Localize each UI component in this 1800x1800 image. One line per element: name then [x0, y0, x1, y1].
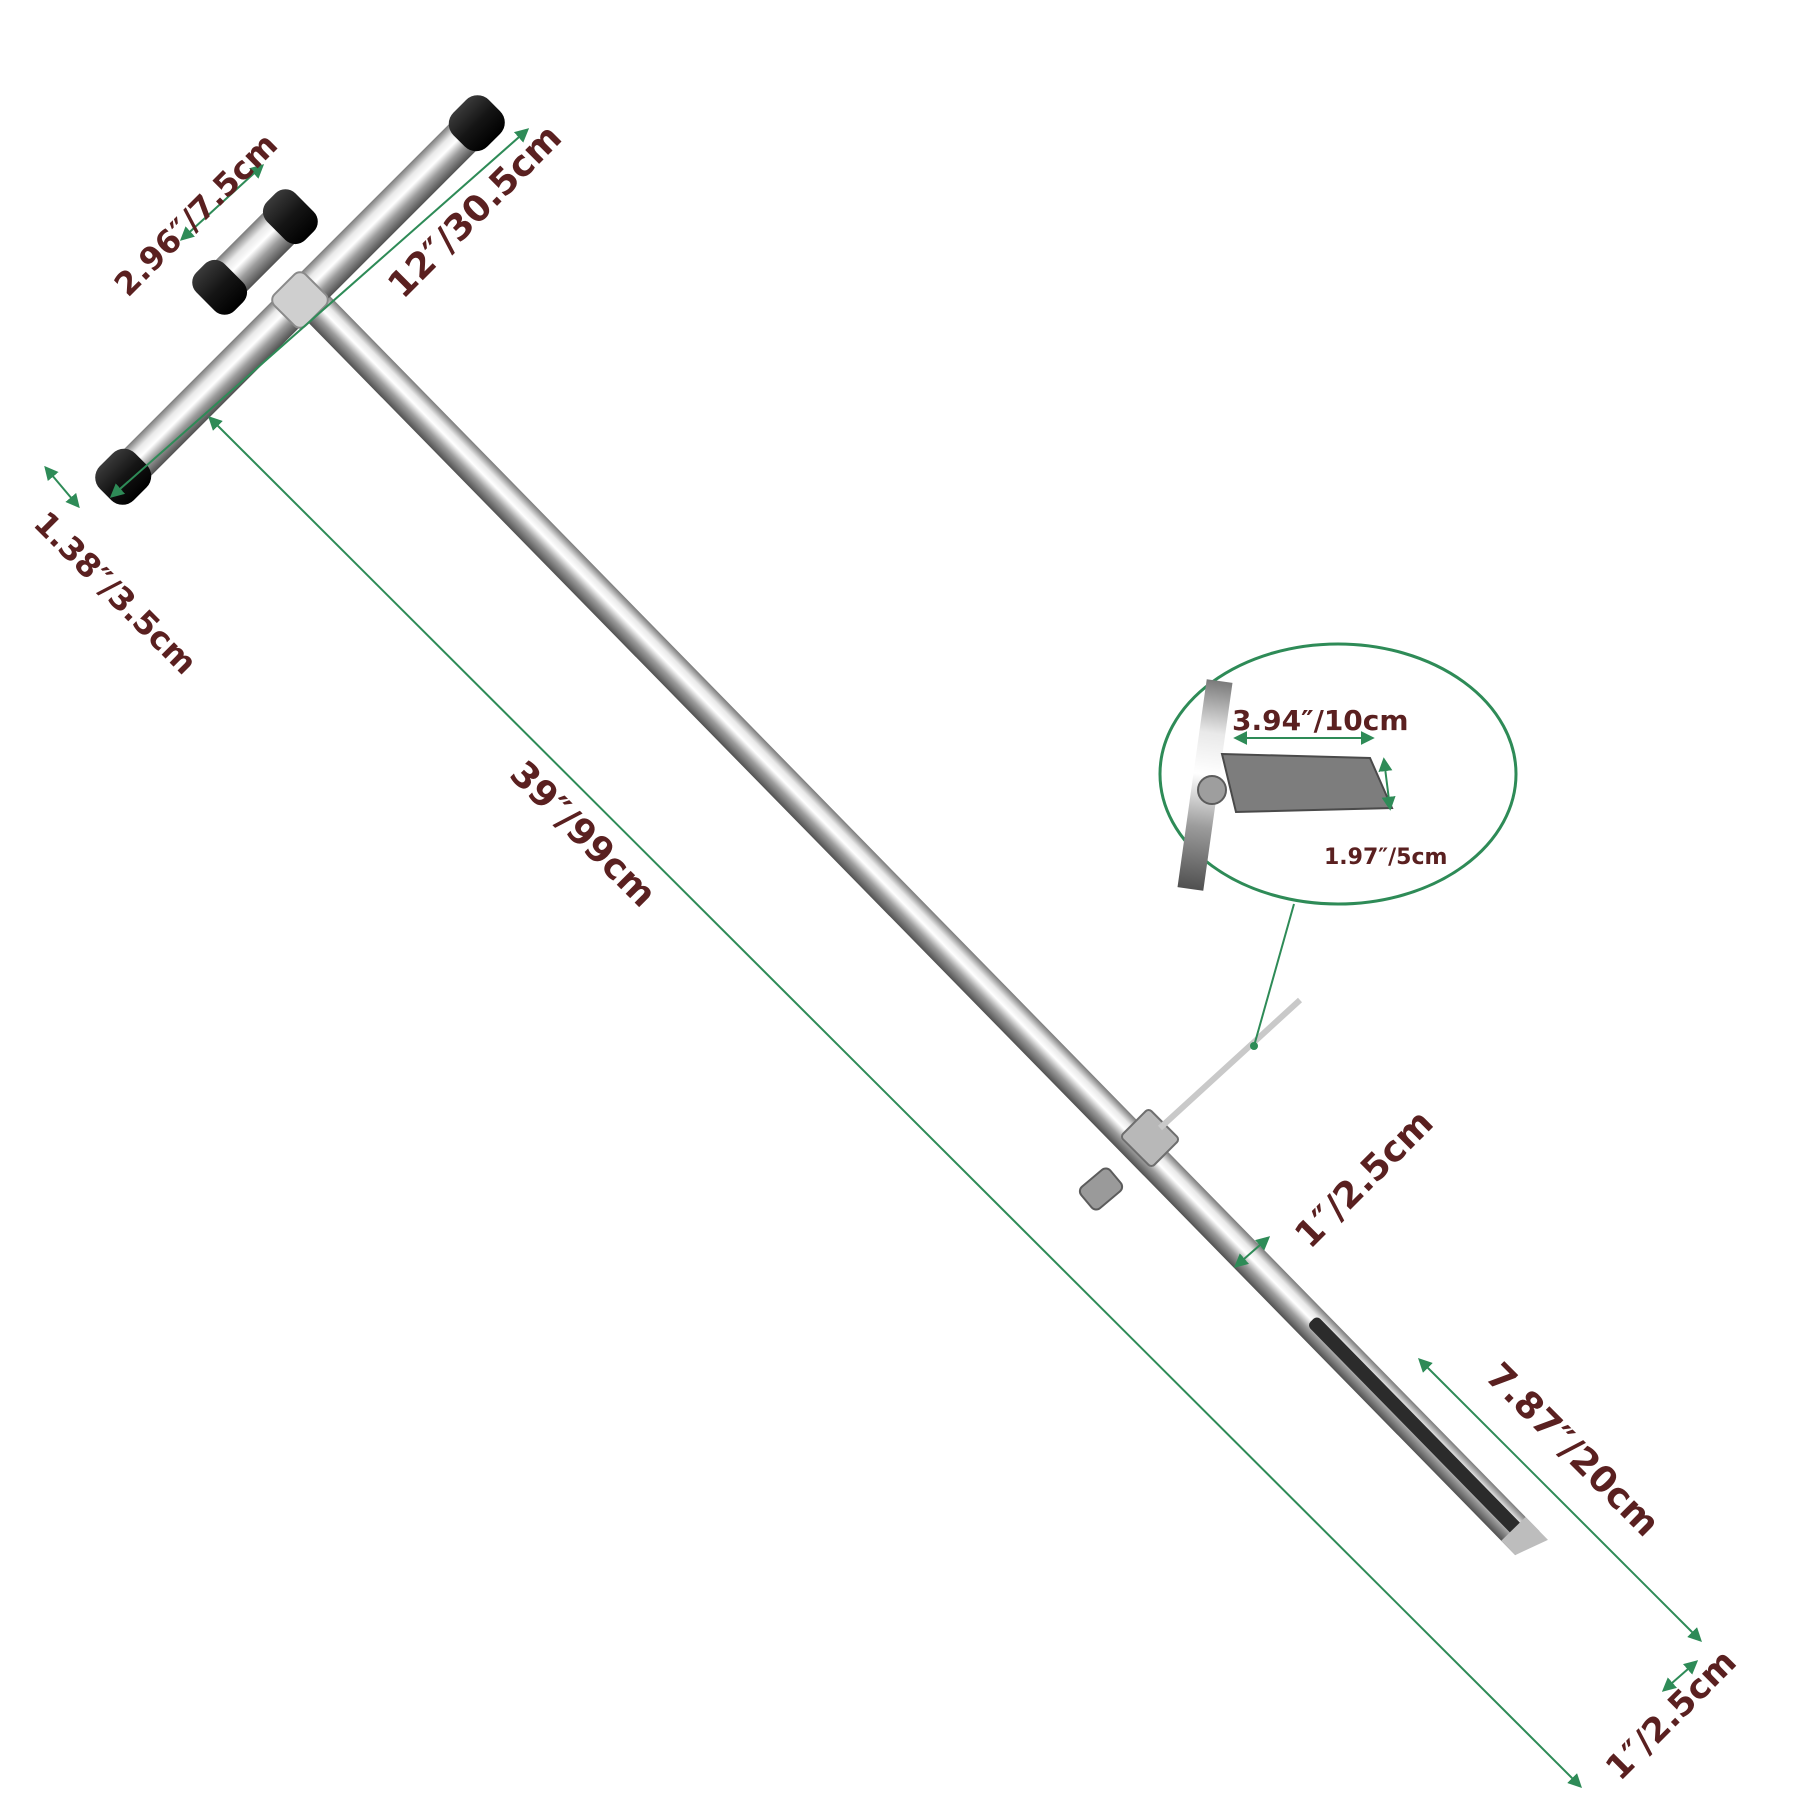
dim-line-rod-diameter — [1233, 1236, 1271, 1268]
dim-line-overall-length — [208, 416, 1582, 1788]
callout-leader-line — [1253, 903, 1295, 1047]
label-pedal-length: 3.94″/10cm — [1232, 704, 1409, 737]
detail-callout — [1158, 642, 1518, 1050]
label-pedal-width: 1.97″/5cm — [1324, 845, 1447, 870]
dim-line-pedal-width — [1378, 757, 1396, 811]
dim-line-handle-diameter — [44, 465, 80, 509]
clamp-screw — [1078, 1167, 1124, 1211]
dim-line-slot-length — [1418, 1358, 1702, 1642]
pedal-plate — [1220, 752, 1394, 814]
main-rod — [297, 288, 1548, 1556]
dim-line-handle-width — [109, 128, 530, 498]
sampling-slot — [1309, 1317, 1525, 1538]
label-handle-diameter: 1.38″/3.5cm — [26, 504, 204, 682]
label-tip-diameter: 1″/2.5cm — [1598, 1642, 1744, 1788]
label-overall-length: 39″/99cm — [502, 753, 664, 915]
dim-line-tip-diameter — [1661, 1660, 1699, 1692]
label-rod-diameter: 1″/2.5cm — [1287, 1102, 1441, 1256]
dimension-lines — [44, 128, 1702, 1788]
